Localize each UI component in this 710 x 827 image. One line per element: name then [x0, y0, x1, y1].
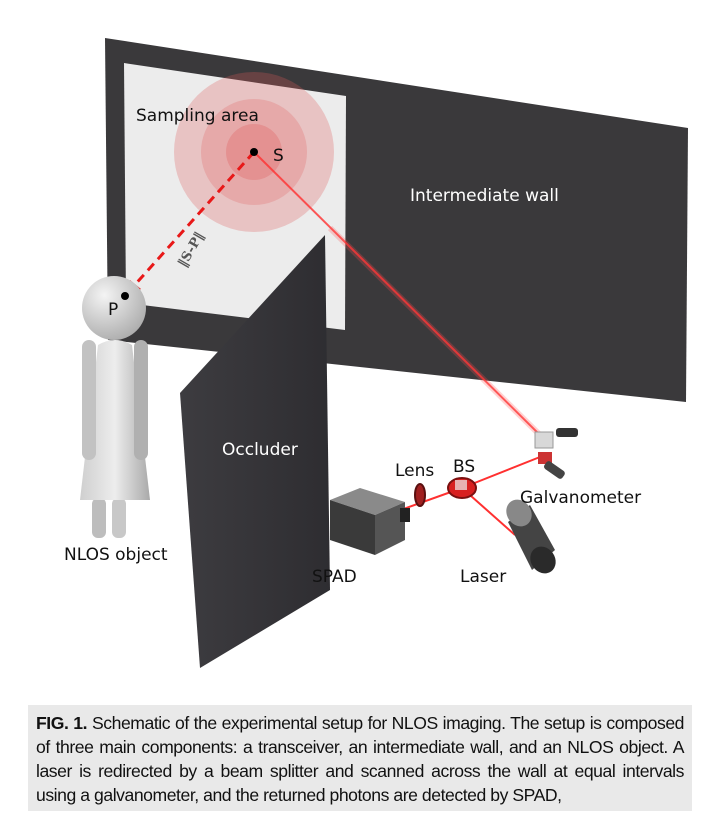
occluder — [180, 235, 330, 668]
point-s-label: S — [273, 146, 284, 166]
laser-beam-to-wall — [253, 151, 546, 441]
spad-detector — [330, 488, 410, 555]
beam-splitter — [447, 477, 477, 499]
beam-bs-galvo — [461, 454, 546, 489]
lens — [414, 483, 426, 507]
s-p-dashed-line — [130, 150, 256, 290]
intermediate-wall-label: Intermediate wall — [410, 186, 559, 206]
figure-caption: FIG. 1. Schematic of the experimental se… — [28, 705, 692, 811]
nlos-object-label: NLOS object — [64, 545, 168, 565]
sampling-area — [124, 63, 346, 330]
laser-source — [506, 499, 556, 574]
laser-beam-glow — [327, 225, 548, 443]
nlos-object-figure — [80, 276, 150, 538]
bs-label: BS — [453, 457, 475, 477]
sampling-area-label: Sampling area — [136, 106, 259, 126]
galvanometer — [534, 428, 578, 479]
galvanometer-label: Galvanometer — [520, 488, 641, 508]
point-p-label: P — [108, 300, 118, 320]
caption-text: Schematic of the experimental setup for … — [36, 713, 684, 805]
spad-label: SPAD — [312, 567, 357, 587]
point-p-dot — [121, 292, 129, 300]
nlos-setup-diagram: Sampling area S ‖S-P‖ Intermediate wall … — [64, 38, 688, 668]
lens-label: Lens — [395, 461, 434, 481]
laser-label: Laser — [460, 567, 506, 587]
occluder-label: Occluder — [222, 440, 298, 460]
point-s-dot — [250, 148, 258, 156]
caption-label: FIG. 1. — [36, 713, 88, 733]
